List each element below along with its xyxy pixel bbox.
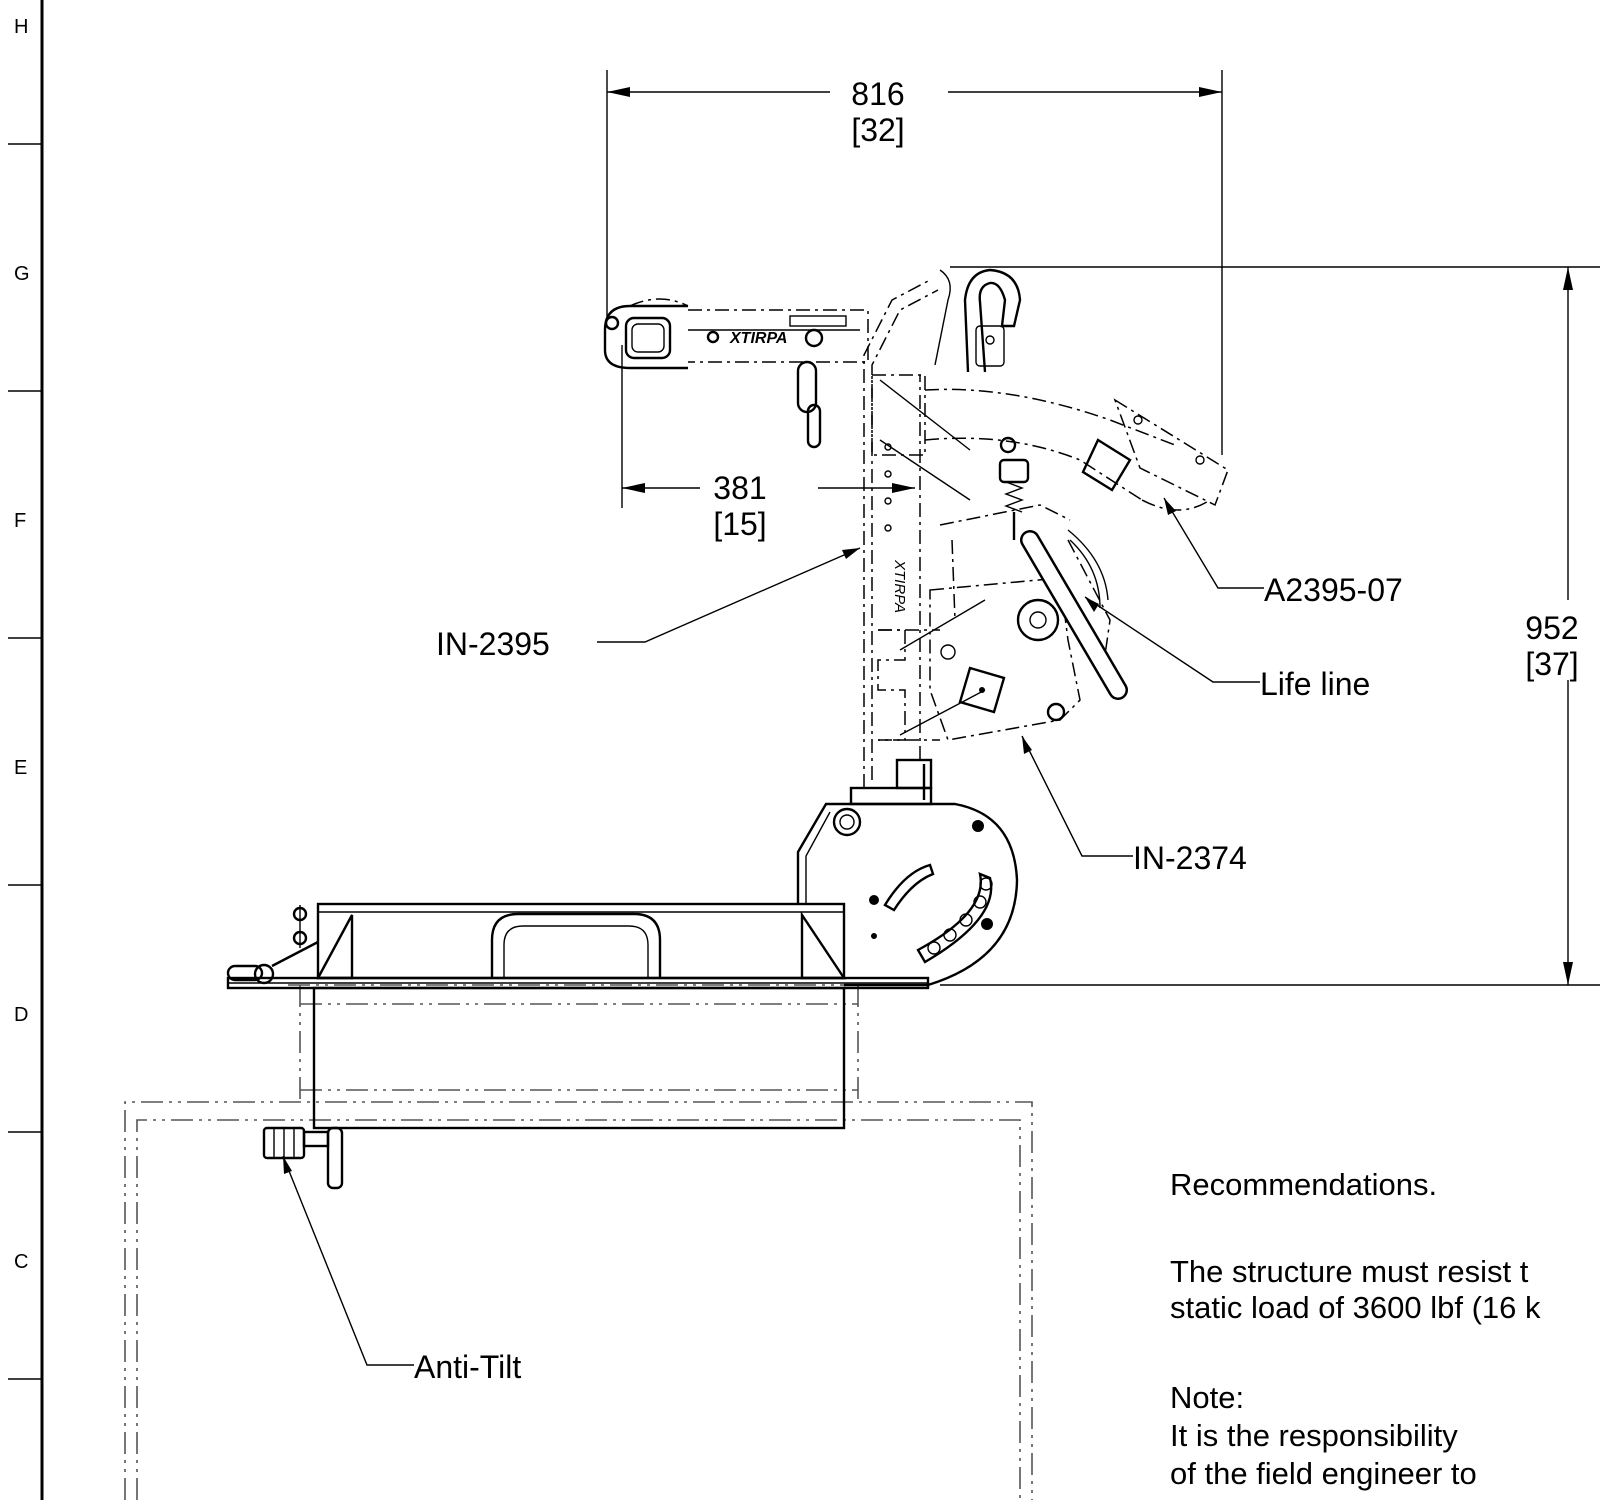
notes-heading: Recommendations.	[1170, 1167, 1438, 1202]
zone-letter-c: C	[14, 1251, 29, 1273]
mast-logo: XTIRPA	[891, 559, 908, 613]
zone-letter-e: E	[14, 757, 28, 779]
winch	[878, 379, 1128, 741]
callout-in-2395: IN-2395	[436, 626, 550, 662]
anti-tilt-bracket	[262, 1126, 344, 1190]
extension-arm	[924, 268, 1229, 511]
dimension-381-mm: 381	[713, 470, 767, 506]
boom: XTIRPA	[603, 298, 869, 449]
dimension-381-label: 381 [15]	[700, 470, 780, 542]
dimension-816-mm: 816	[851, 76, 905, 112]
callout-in-2374: IN-2374	[1133, 840, 1247, 876]
base-assembly	[226, 902, 930, 1130]
dimension-816	[606, 70, 1223, 455]
manhole-phantom	[124, 984, 1033, 1500]
callout-a2395-07: A2395-07	[1264, 572, 1403, 608]
notes-note-line-1: It is the responsibility	[1170, 1418, 1458, 1453]
zone-ticks	[8, 143, 42, 1380]
dimension-952-mm: 952	[1525, 610, 1579, 646]
mast: XTIRPA	[863, 279, 939, 788]
dimension-381-in: [15]	[713, 506, 767, 542]
callout-life-line: Life line	[1260, 666, 1371, 702]
dimension-952	[940, 266, 1600, 986]
dimension-816-in: [32]	[851, 112, 905, 148]
leader-lines	[282, 497, 1264, 1366]
zone-letter-f: F	[14, 510, 27, 532]
zone-letter-g: G	[14, 263, 30, 285]
dimension-816-label: 816 [32]	[838, 76, 918, 148]
dimension-952-label: 952 [37]	[1512, 610, 1592, 682]
notes-note-line-2: of the field engineer to	[1170, 1456, 1477, 1491]
zone-letter-h: H	[14, 16, 29, 38]
swivel-head	[796, 758, 1019, 987]
callout-anti-tilt: Anti-Tilt	[414, 1349, 522, 1385]
dimension-952-in: [37]	[1525, 646, 1579, 682]
notes-note-label: Note:	[1170, 1380, 1245, 1415]
notes-structure-line-2: static load of 3600 lbf (16 k	[1170, 1290, 1541, 1325]
notes-structure-line-1: The structure must resist t	[1170, 1254, 1529, 1289]
boom-logo: XTIRPA	[729, 330, 787, 347]
dimension-381	[621, 345, 915, 508]
zone-letter-d: D	[14, 1004, 29, 1026]
